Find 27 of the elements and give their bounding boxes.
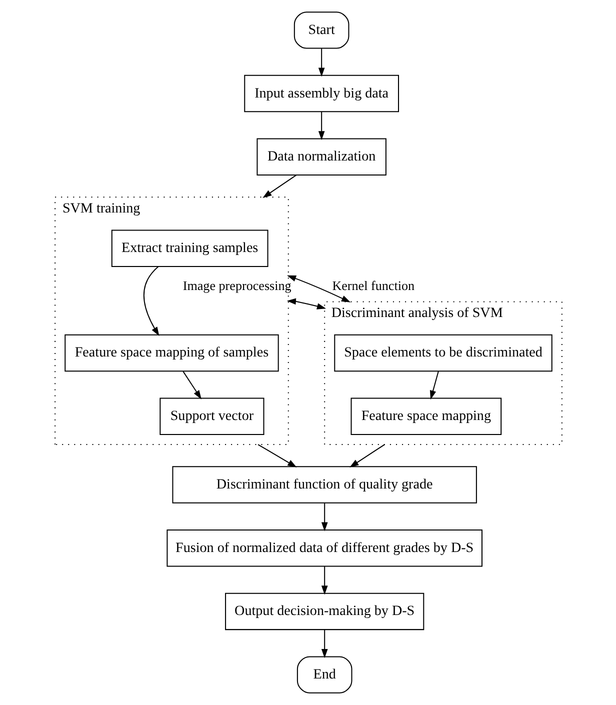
arrow bbox=[349, 444, 384, 468]
arrow bbox=[320, 566, 328, 595]
node-box: Extract training samples bbox=[110, 230, 268, 268]
arrow bbox=[182, 371, 201, 400]
arrow bbox=[262, 174, 296, 198]
node-box: Feature space mapping of samples bbox=[64, 334, 278, 372]
node-box: Discriminant function of quality grade bbox=[172, 466, 476, 504]
arrow bbox=[143, 266, 159, 336]
node-box: Output decision-making by D-S bbox=[224, 592, 424, 630]
edge-label: Kernel function bbox=[332, 278, 414, 294]
arrow bbox=[320, 630, 328, 658]
edge-label: Image preprocessing bbox=[182, 278, 291, 294]
arrow bbox=[257, 444, 296, 468]
node-box: Start bbox=[293, 12, 349, 49]
arrow bbox=[320, 503, 328, 532]
node-box: Support vector bbox=[159, 398, 264, 435]
node-box: Input assembly big data bbox=[244, 74, 399, 112]
node-box: End bbox=[296, 656, 352, 694]
node-box: Space elements to be discriminated bbox=[334, 334, 552, 372]
node-box: Fusion of normalized data of different grades by D-S bbox=[166, 530, 482, 567]
arrow bbox=[429, 371, 438, 400]
arrow bbox=[286, 275, 350, 302]
arrow bbox=[286, 298, 326, 310]
node-box: Feature space mapping bbox=[350, 398, 502, 435]
arrow bbox=[318, 48, 324, 77]
arrow bbox=[318, 112, 324, 140]
node-box: Data normalization bbox=[256, 138, 386, 176]
